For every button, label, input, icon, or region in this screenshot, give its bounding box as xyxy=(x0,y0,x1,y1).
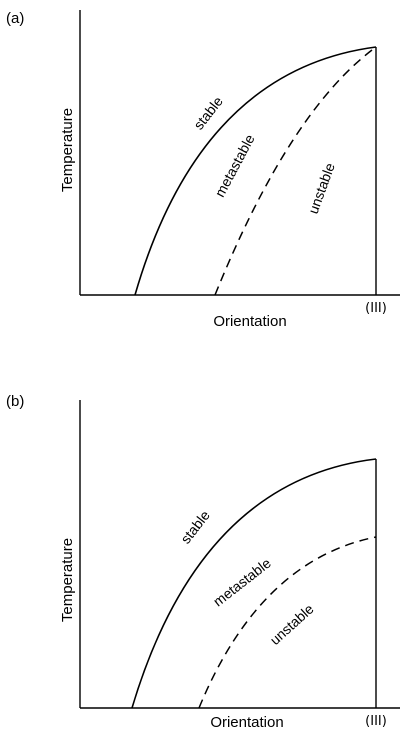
panel-b-metastable-boundary xyxy=(198,536,377,709)
panel-b-region-stable: stable xyxy=(177,507,213,546)
panel-a: (a) Temperature Orientation (III) stable… xyxy=(6,10,400,330)
panel-a-region-metastable: metastable xyxy=(211,131,257,199)
panel-a-region-unstable: unstable xyxy=(305,160,338,215)
panel-b-xlabel: Orientation xyxy=(210,714,283,730)
panel-a-metastable-boundary xyxy=(214,46,377,296)
panel-a-xlabel: Orientation xyxy=(213,313,286,330)
panel-b-tick-111: (III) xyxy=(365,714,387,729)
panel-b-label: (b) xyxy=(6,393,24,410)
panel-b-ylabel: Temperature xyxy=(59,538,76,622)
panel-a-tick-111: (III) xyxy=(365,301,387,316)
panel-a-ylabel: Temperature xyxy=(59,108,76,192)
panel-b: (b) Temperature Orientation (III) stable… xyxy=(6,393,400,730)
panel-b-stable-boundary xyxy=(131,458,377,709)
panel-a-region-stable: stable xyxy=(190,93,226,132)
panel-b-region-unstable: unstable xyxy=(267,600,317,647)
panel-a-stable-boundary xyxy=(134,46,377,296)
panel-a-label: (a) xyxy=(6,10,24,27)
